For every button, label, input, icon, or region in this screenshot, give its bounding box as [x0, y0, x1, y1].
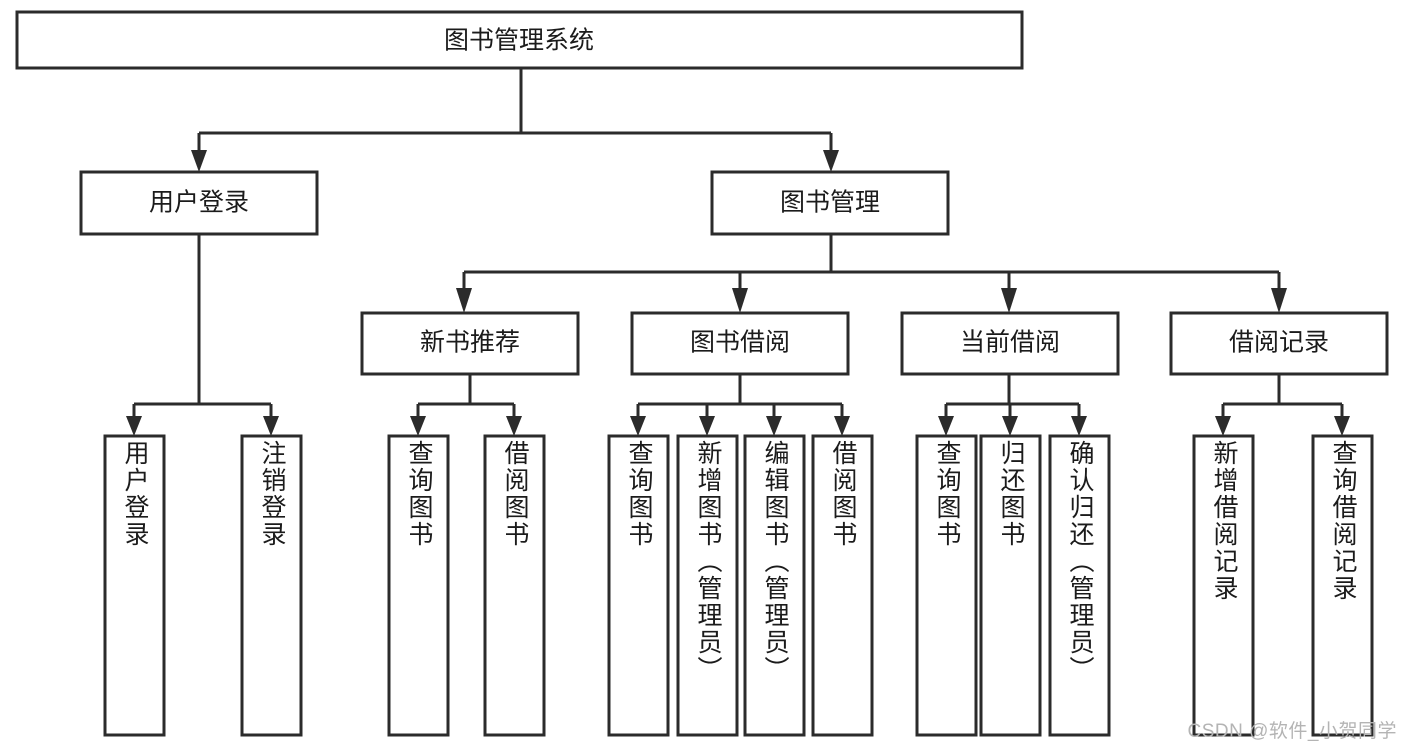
node-leaf-query-record[interactable]: 查询借阅记录: [1311, 434, 1374, 737]
book-borrow-label: 图书借阅: [690, 329, 790, 357]
node-leaf-borrow-book-1[interactable]: 借阅图书: [483, 434, 546, 737]
node-root[interactable]: 图书管理系统: [15, 10, 1024, 70]
leaf-query-record-box[interactable]: [1311, 434, 1374, 737]
node-book-management[interactable]: 图书管理: [710, 170, 950, 236]
arrow-leaf-borrow-book-2: [834, 416, 850, 436]
new-book-recommend-box[interactable]: [360, 311, 580, 376]
arrow-leaf-edit-book: [766, 416, 782, 436]
node-new-book-recommend[interactable]: 新书推荐: [360, 311, 580, 376]
leaf-borrow-book-2-box[interactable]: [811, 434, 874, 737]
arrow-leaf-query-book-2: [630, 416, 646, 436]
node-leaf-query-book-3[interactable]: 查询图书: [915, 434, 978, 737]
arrow-leaf-confirm-return: [1071, 416, 1087, 436]
node-leaf-query-book-2[interactable]: 查询图书: [607, 434, 670, 737]
leaf-return-book-box[interactable]: [979, 434, 1042, 737]
leaf-add-record-label: 新增借阅记录: [1210, 440, 1238, 602]
arrow-leaf-query-record: [1334, 416, 1350, 436]
arrow-to-user-login: [191, 150, 207, 172]
leaf-query-record-label: 查询借阅记录: [1329, 440, 1357, 602]
leaf-edit-book-box[interactable]: [743, 434, 806, 737]
leaf-query-book-2-label: 查询图书: [625, 440, 653, 548]
user-login-label: 用户登录: [149, 189, 249, 217]
user-login-box[interactable]: [79, 170, 319, 236]
arrow-leaf-logout-login: [263, 416, 279, 436]
leaf-query-book-3-box[interactable]: [915, 434, 978, 737]
leaf-add-book-box[interactable]: [676, 434, 739, 737]
leaf-borrow-book-2-label: 借阅图书: [829, 440, 857, 548]
leaf-user-login-label: 用户登录: [121, 440, 149, 548]
node-user-login[interactable]: 用户登录: [79, 170, 319, 236]
leaf-query-book-1-label: 查询图书: [405, 440, 433, 548]
leaf-logout-login-label: 注销登录: [258, 440, 286, 548]
leaf-user-login-box[interactable]: [103, 434, 166, 737]
leaf-query-book-3-label: 查询图书: [933, 440, 961, 548]
arrow-leaf-user-login: [126, 416, 142, 436]
leaf-confirm-return-label: 确认归还（管理员）: [1066, 440, 1094, 683]
borrow-record-box[interactable]: [1169, 311, 1389, 376]
arrow-leaf-query-book-3: [938, 416, 954, 436]
arrow-leaf-add-book: [699, 416, 715, 436]
leaf-confirm-return-box[interactable]: [1048, 434, 1111, 737]
leaf-borrow-book-1-label: 借阅图书: [501, 440, 529, 548]
arrow-leaf-borrow-book-1: [506, 416, 522, 436]
arrow-to-new-book-recommend: [456, 288, 472, 313]
leaf-borrow-book-1-box[interactable]: [483, 434, 546, 737]
node-leaf-borrow-book-2[interactable]: 借阅图书: [811, 434, 874, 737]
leaf-query-book-1-box[interactable]: [387, 434, 450, 737]
arrow-leaf-return-book: [1002, 416, 1018, 436]
leaf-add-book-label: 新增图书（管理员）: [694, 440, 722, 683]
book-management-box[interactable]: [710, 170, 950, 236]
leaf-add-record-box[interactable]: [1192, 434, 1255, 737]
connector-layer: [126, 68, 1350, 436]
current-borrow-label: 当前借阅: [960, 329, 1060, 357]
book-management-label: 图书管理: [780, 189, 880, 217]
leaf-return-book-label: 归还图书: [997, 440, 1025, 548]
node-leaf-return-book[interactable]: 归还图书: [979, 434, 1042, 737]
node-borrow-record[interactable]: 借阅记录: [1169, 311, 1389, 376]
new-book-recommend-label: 新书推荐: [420, 329, 520, 357]
arrow-to-current-borrow: [1001, 288, 1017, 313]
node-leaf-query-book-1[interactable]: 查询图书: [387, 434, 450, 737]
arrow-leaf-query-book-1: [410, 416, 426, 436]
arrow-leaf-add-record: [1215, 416, 1231, 436]
leaf-edit-book-label: 编辑图书（管理员）: [761, 440, 789, 683]
node-leaf-user-login[interactable]: 用户登录: [103, 434, 166, 737]
leaf-logout-login-box[interactable]: [240, 434, 303, 737]
node-leaf-add-book[interactable]: 新增图书（管理员）: [676, 434, 739, 737]
arrow-to-book-borrow: [732, 288, 748, 313]
book-borrow-box[interactable]: [630, 311, 850, 376]
node-current-borrow[interactable]: 当前借阅: [900, 311, 1120, 376]
current-borrow-box[interactable]: [900, 311, 1120, 376]
root-label: 图书管理系统: [444, 27, 594, 55]
node-leaf-confirm-return[interactable]: 确认归还（管理员）: [1048, 434, 1111, 737]
arrow-to-borrow-record: [1271, 288, 1287, 313]
node-leaf-edit-book[interactable]: 编辑图书（管理员）: [743, 434, 806, 737]
root-box[interactable]: [15, 10, 1024, 70]
borrow-record-label: 借阅记录: [1229, 329, 1329, 357]
arrow-to-book-management: [823, 150, 839, 172]
node-book-borrow[interactable]: 图书借阅: [630, 311, 850, 376]
leaf-query-book-2-box[interactable]: [607, 434, 670, 737]
node-leaf-add-record[interactable]: 新增借阅记录: [1192, 434, 1255, 737]
node-leaf-logout-login[interactable]: 注销登录: [240, 434, 303, 737]
